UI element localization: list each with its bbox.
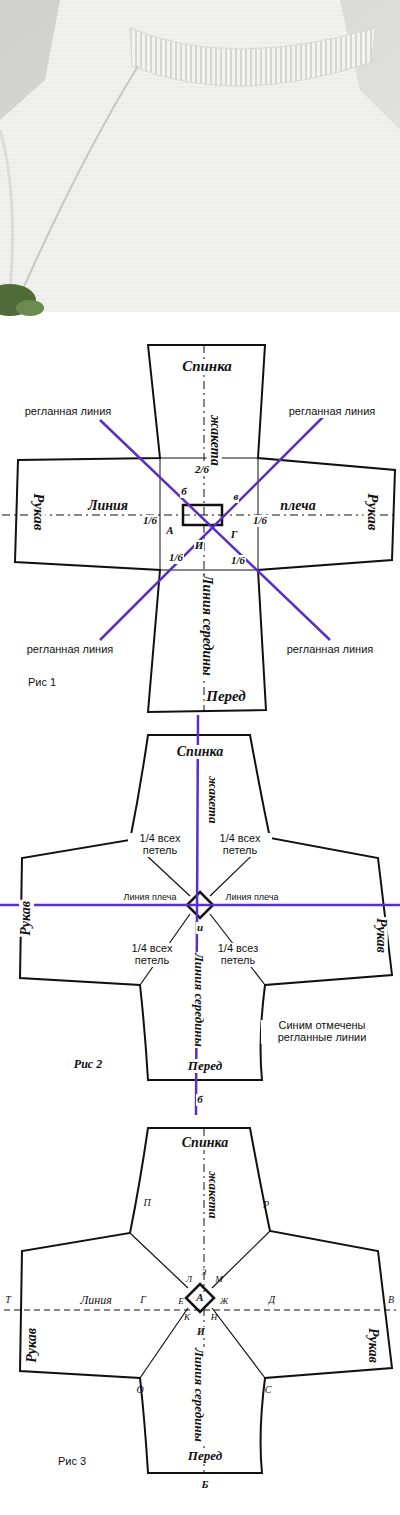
pattern-label: Линия плеча <box>225 893 280 902</box>
pattern-label: М <box>214 1275 224 1284</box>
raglan-lines <box>0 715 400 1115</box>
pattern-label: 1/6 <box>230 555 246 567</box>
pattern-label: Д <box>268 1295 276 1306</box>
pattern-label: А <box>195 1292 204 1304</box>
pattern-label: Г <box>139 1295 147 1306</box>
pattern-label: Линия плеча <box>123 893 178 902</box>
pattern-label: и <box>196 922 204 934</box>
pattern-label: 1/6 <box>168 552 184 564</box>
pattern-label: С <box>264 1385 273 1396</box>
pattern-label: Р <box>262 1200 270 1211</box>
pattern-label: Н <box>210 1313 219 1322</box>
pattern-label: О <box>135 1385 144 1396</box>
pattern-label: Рукав <box>365 1327 380 1364</box>
raglan-lines <box>100 410 330 640</box>
pattern-label: З <box>201 1268 207 1277</box>
pattern-label: б <box>196 1094 204 1106</box>
pattern-label: Спинка <box>181 1136 229 1151</box>
pattern-label: Т <box>4 1295 12 1306</box>
pattern-label: Рукав <box>19 900 34 937</box>
pattern-label: Перед <box>187 1449 223 1463</box>
pattern-label: Рукав <box>25 1327 40 1364</box>
pattern-label: жакета <box>207 775 221 824</box>
pattern-label: жакета <box>207 414 222 467</box>
pattern-label: Л <box>185 1275 193 1284</box>
pattern-label: Линия <box>87 499 129 514</box>
pattern-label: Линия середины <box>192 1347 206 1443</box>
pattern-label: И <box>196 1327 206 1338</box>
pattern-label: Рукав <box>373 917 388 954</box>
pattern-label: 1/4 всех петель <box>208 833 272 856</box>
pattern-label: 1/6 <box>142 515 158 527</box>
pattern-label: Рукав <box>30 492 46 531</box>
pattern-label: б <box>180 486 188 498</box>
figure-2 <box>20 735 392 1080</box>
pattern-label: жакета <box>207 1170 221 1219</box>
pattern-label: Рукав <box>364 492 380 531</box>
pattern-label: 1/4 всех петель <box>128 833 192 856</box>
pattern-label: регланная линия <box>26 644 115 656</box>
pattern-label: 1/4 всех петель <box>120 943 184 966</box>
pattern-label: Рис 2 <box>73 1058 103 1071</box>
pattern-label: Линия <box>79 1294 113 1307</box>
pattern-label: в <box>233 491 240 503</box>
figure-3 <box>4 1128 396 1473</box>
pattern-label: Перед <box>187 1059 223 1073</box>
figure-1 <box>2 345 398 712</box>
pattern-label: Перед <box>205 689 247 705</box>
pattern-label: Рис 1 <box>27 677 57 689</box>
pattern-label: Рис 3 <box>57 1456 87 1468</box>
pattern-label: 1/6 <box>252 515 268 527</box>
pattern-label: Е <box>177 1297 185 1306</box>
pattern-label: П <box>142 1198 151 1209</box>
pattern-label: регланная линия <box>288 406 377 418</box>
pattern-label: 1/4 всез петель <box>206 943 270 966</box>
pattern-label: 2/6 <box>194 464 210 476</box>
pattern-label: Синим отмечены регланные линии <box>261 1020 383 1043</box>
pattern-label: В <box>387 1295 395 1306</box>
pattern-label: Ж <box>219 1297 229 1306</box>
pattern-label: Б <box>201 1479 210 1491</box>
pattern-label: Г <box>230 529 239 541</box>
pattern-label: К <box>183 1313 191 1322</box>
pattern-label: Спинка <box>181 359 233 375</box>
pattern-label: А <box>165 525 174 537</box>
pattern-label: регланная линия <box>24 406 113 418</box>
pattern-label: Линия середины <box>192 952 206 1048</box>
pattern-label: Спинка <box>176 745 224 760</box>
pattern-label: плеча <box>279 499 316 514</box>
pattern-label: Линия середины <box>199 574 214 677</box>
sweater-photo <box>0 0 400 316</box>
pattern-label: регланная линия <box>286 644 375 656</box>
pattern-label: И <box>194 540 205 552</box>
